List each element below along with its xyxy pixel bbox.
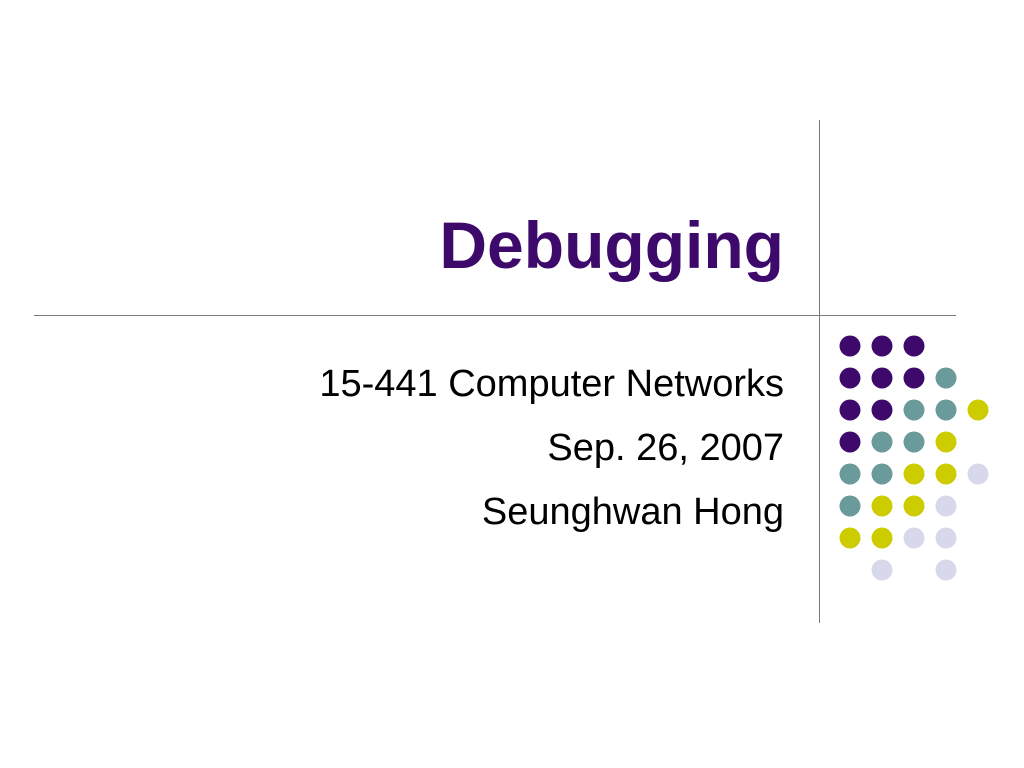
dot-teal: [935, 399, 957, 421]
slide-subtitle: 15-441 Computer Networks Sep. 26, 2007 S…: [319, 352, 784, 544]
dot-yellow: [871, 527, 893, 549]
horizontal-divider: [34, 315, 956, 316]
dot-yellow: [839, 527, 861, 549]
dot-purple: [903, 367, 925, 389]
dot-purple: [839, 431, 861, 453]
dot-yellow: [967, 399, 989, 421]
vertical-divider: [819, 120, 820, 623]
dot-teal: [871, 431, 893, 453]
dot-purple: [839, 367, 861, 389]
dot-yellow: [903, 463, 925, 485]
dot-teal: [839, 463, 861, 485]
dot-purple: [903, 335, 925, 357]
dot-purple: [839, 399, 861, 421]
dot-teal: [903, 399, 925, 421]
dot-lavender: [967, 463, 989, 485]
dot-lavender: [935, 495, 957, 517]
dot-yellow: [903, 495, 925, 517]
dot-yellow: [871, 495, 893, 517]
dot-lavender: [903, 527, 925, 549]
dot-lavender: [871, 559, 893, 581]
dot-purple: [871, 367, 893, 389]
dot-yellow: [935, 431, 957, 453]
dot-teal: [903, 431, 925, 453]
slide-title: Debugging: [439, 208, 784, 282]
dot-teal: [839, 495, 861, 517]
dot-purple: [871, 399, 893, 421]
dot-lavender: [935, 559, 957, 581]
subtitle-date: Sep. 26, 2007: [547, 427, 784, 469]
subtitle-course: 15-441 Computer Networks: [319, 363, 784, 405]
subtitle-author: Seunghwan Hong: [481, 491, 784, 533]
dot-teal: [871, 463, 893, 485]
dot-purple: [871, 335, 893, 357]
dot-yellow: [935, 463, 957, 485]
dot-purple: [839, 335, 861, 357]
dot-teal: [935, 367, 957, 389]
dot-lavender: [935, 527, 957, 549]
